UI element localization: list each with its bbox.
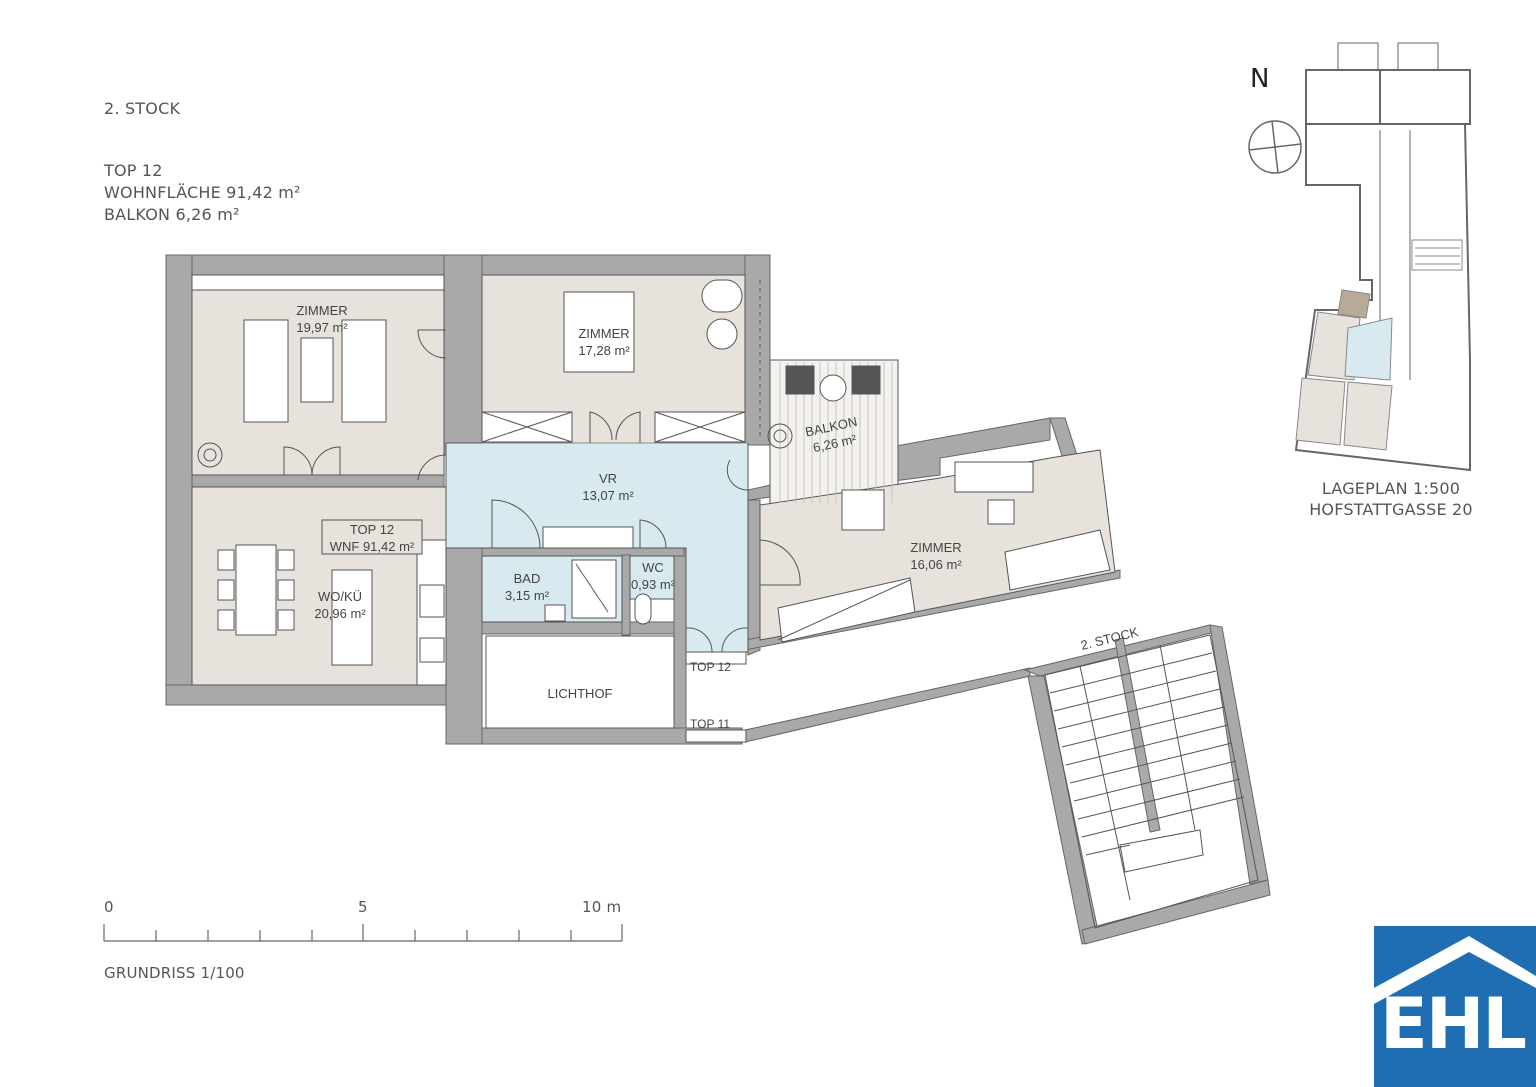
scale-tick-10: 10 m (582, 898, 622, 916)
room-area: 19,97 m² (296, 320, 348, 335)
floor-label: 2. STOCK (104, 99, 181, 118)
room-zimmer-3: ZIMMER 16,06 m² (896, 539, 976, 573)
room-lichthof: LICHTHOF (530, 685, 630, 702)
room-name: LICHTHOF (547, 686, 613, 701)
door-label-top11: TOP 11 (690, 717, 731, 731)
room-area: 0,93 m² (630, 577, 676, 592)
room-name: ZIMMER (296, 303, 348, 318)
room-name: VR (598, 471, 618, 486)
room-zimmer-1: ZIMMER 19,97 m² (282, 302, 362, 336)
scale-caption: GRUNDRISS 1/100 (104, 964, 245, 982)
north-indicator: N (1250, 64, 1270, 94)
room-zimmer-2: ZIMMER 17,28 m² (564, 325, 644, 359)
room-wohnkueche: WO/KÜ 20,96 m² (300, 588, 380, 622)
room-bad: BAD 3,15 m² (497, 570, 557, 604)
room-wc: WC 0,93 m² (626, 559, 680, 593)
site-plan-title: LAGEPLAN 1:500 (1321, 479, 1461, 498)
logo-text: EHL (1380, 983, 1527, 1065)
scale-tick-5: 5 (358, 898, 368, 916)
house-roof-icon (1374, 936, 1536, 1004)
room-name: WO/KÜ (317, 589, 363, 604)
room-area: 17,28 m² (578, 343, 630, 358)
room-name: ZIMMER (578, 326, 630, 341)
scale-tick-0: 0 (104, 898, 114, 916)
room-vr: VR 13,07 m² (568, 470, 648, 504)
balcony-area-label: BALKON 6,26 m² (104, 205, 240, 224)
room-area: 16,06 m² (910, 557, 962, 572)
living-area-label: WOHNFLÄCHE 91,42 m² (104, 183, 301, 202)
door-label-top12: TOP 12 (690, 660, 731, 674)
ehl-logo: EHL (1374, 926, 1536, 1087)
room-name: BAD (513, 571, 541, 586)
room-area: 20,96 m² (314, 606, 366, 621)
room-name: ZIMMER (910, 540, 962, 555)
unit-badge-line2: WNF 91,42 m² (329, 539, 415, 554)
unit-badge: TOP 12 WNF 91,42 m² (322, 521, 422, 555)
unit-badge-line1: TOP 12 (349, 522, 395, 537)
room-area: 3,15 m² (504, 588, 550, 603)
unit-label: TOP 12 (104, 161, 163, 180)
room-name: WC (642, 560, 664, 575)
room-area: 13,07 m² (582, 488, 634, 503)
site-plan-address: HOFSTATTGASSE 20 (1309, 500, 1473, 519)
